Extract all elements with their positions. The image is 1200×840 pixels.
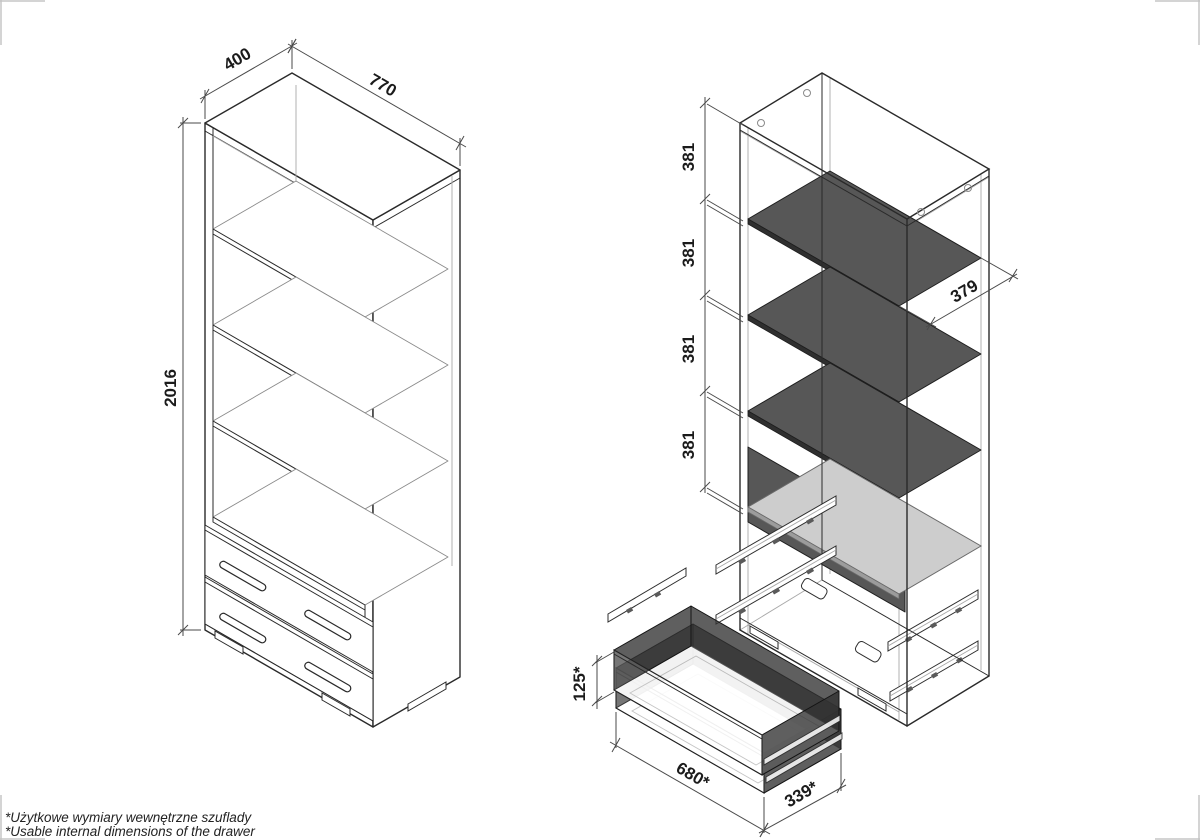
dim-height: 2016: [161, 117, 201, 636]
dim-label-drawer-height: 125*: [570, 666, 589, 701]
drawer-handle: [219, 560, 267, 592]
dim-label-width: 770: [366, 70, 400, 101]
footnote-english: *Usable internal dimensions of the drawe…: [5, 824, 255, 839]
dark-shelves: [747, 170, 982, 504]
base-and-feet: [204, 623, 447, 722]
drawer-front-1: [204, 524, 374, 673]
drawer-handle: [219, 612, 267, 644]
drawer-fronts: [204, 524, 374, 722]
carcass-edges: [738, 72, 991, 727]
dim-label-height: 2016: [161, 369, 180, 407]
footnote: *Użytkowe wymiary wewnętrzne szuflady *U…: [5, 810, 255, 839]
drawer-slide-rail-floating: [607, 567, 687, 623]
assembled-view: 400 770 2016: [161, 38, 467, 728]
dim-label-drawer-width: 680*: [673, 758, 713, 792]
dim-label-spacing-3: 381: [679, 335, 698, 363]
slide-rails-right: [887, 589, 979, 702]
slide-rail: [889, 640, 979, 702]
slide-rail: [887, 589, 979, 652]
dim-label-spacing-2: 381: [679, 239, 698, 267]
dim-label-depth: 400: [220, 44, 254, 75]
footnote-polish: *Użytkowe wymiary wewnętrzne szuflady: [5, 810, 252, 825]
floor-slots: [800, 577, 882, 663]
dim-label-shelf-depth: 379: [947, 276, 981, 307]
dim-label-spacing-4: 381: [679, 431, 698, 459]
exploded-drawer-1: [607, 567, 841, 776]
exploded-view: 381 381 381 381 379 125*: [570, 72, 1019, 838]
dim-shelf-spacing: 381 381 381 381: [679, 97, 744, 515]
drawer-handle: [304, 609, 352, 641]
dim-label-spacing-1: 381: [679, 143, 698, 171]
slide-rail: [715, 495, 837, 575]
slide-rails-left-exploded: [715, 495, 837, 625]
dim-label-drawer-depth: 339*: [781, 777, 821, 811]
fixed-shelf: [212, 468, 449, 611]
cam-fittings: [757, 89, 972, 216]
drawer-handle: [304, 661, 352, 693]
shelves: [212, 180, 449, 611]
dim-drawer-height: 125*: [570, 651, 615, 709]
